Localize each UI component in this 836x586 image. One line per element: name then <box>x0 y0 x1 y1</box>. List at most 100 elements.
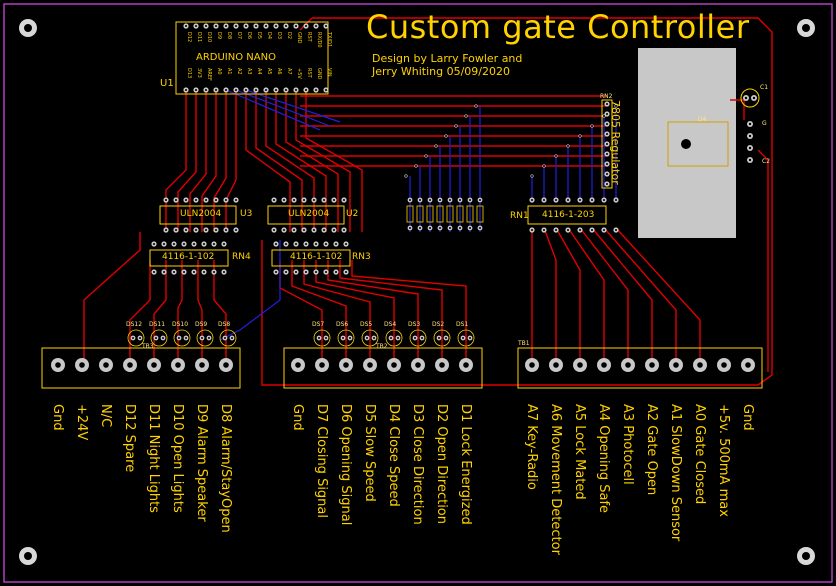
led-pad-hole <box>414 337 416 339</box>
rn4-pad-hole <box>202 242 206 246</box>
c2-pad-hole <box>748 158 752 162</box>
arduino-top-pad-hole <box>274 24 278 28</box>
via-hole <box>425 155 427 157</box>
led-pad-hole <box>162 337 164 339</box>
rn3-pad-hole <box>344 270 348 274</box>
c1-pad-hole <box>744 96 748 100</box>
rn1-pad-hole <box>566 228 570 232</box>
led-pad-hole <box>421 337 423 339</box>
led-pad-hole <box>469 337 471 339</box>
arduino-top-pad-hole <box>284 24 288 28</box>
led-outline <box>173 329 191 347</box>
arduino-pin-label: D6 <box>246 32 252 39</box>
led-pad-hole <box>445 337 447 339</box>
led-ref: DS1 <box>456 321 468 328</box>
resistor-body <box>416 205 424 223</box>
rn4-pad-hole <box>162 242 166 246</box>
resistor-pad-hole <box>459 199 461 201</box>
tb2-pad-hole <box>415 362 421 368</box>
led-ref: DS4 <box>384 321 396 328</box>
tb1-label: Gnd <box>740 404 755 431</box>
rn4-pad-hole <box>152 270 156 274</box>
arduino-pin-label: TX/D1 <box>326 31 332 47</box>
rn3-pad-hole <box>274 242 278 246</box>
tb3-pad-hole <box>55 362 61 368</box>
rn3-pad-hole <box>314 270 318 274</box>
tb3-label: N/C <box>98 404 113 428</box>
led-pad-hole <box>155 337 157 339</box>
resistor-body <box>476 205 484 223</box>
led-outline <box>409 329 427 347</box>
led-pad-hole <box>208 337 210 339</box>
arduino-bottom-pad-hole <box>304 88 308 92</box>
tb1-label: A6 Movement Detector <box>548 404 563 555</box>
tb3-pad-hole <box>151 362 157 368</box>
rn1-pad-hole <box>602 198 606 202</box>
tb3-outline <box>41 347 241 389</box>
u2-pad-hole <box>272 228 276 232</box>
rn1-pad-hole <box>590 198 594 202</box>
u3-pad-hole <box>224 228 228 232</box>
u2-pad-hole <box>282 228 286 232</box>
arduino-bottom-pad-hole <box>264 88 268 92</box>
rn2-pad-hole <box>605 172 609 176</box>
tb3-label: +24V <box>74 404 89 441</box>
resistor-pad-hole <box>439 199 441 201</box>
rn4-name: 4116-1-102 <box>162 252 215 262</box>
led-pad-hole <box>139 337 141 339</box>
rn2-pad-hole <box>605 182 609 186</box>
arduino-bottom-pad-hole <box>324 88 328 92</box>
led-outline <box>433 329 451 347</box>
tb2-pad-hole <box>295 362 301 368</box>
u2-pad-hole <box>342 228 346 232</box>
arduino-bottom-pad-hole <box>294 88 298 92</box>
u3-outline <box>159 205 237 225</box>
arduino-top-pad-hole <box>204 24 208 28</box>
led-ref: DS7 <box>312 321 324 328</box>
tb1-pad-hole <box>649 362 655 368</box>
led-ref: DS8 <box>218 321 230 328</box>
resistor-pad-hole <box>429 227 431 229</box>
tb1-pad-hole <box>721 362 727 368</box>
rn4-pad-hole <box>172 270 176 274</box>
u3-ref: U3 <box>240 209 253 219</box>
tb1-pad-hole <box>625 362 631 368</box>
tb2-pad-hole <box>367 362 373 368</box>
tb3-label: D10 Open Lights <box>170 404 185 513</box>
rn1-pad-hole <box>578 198 582 202</box>
rn4-pad-hole <box>172 242 176 246</box>
rn3-pad-hole <box>284 270 288 274</box>
regulator-name: 7805 Regulator <box>609 100 622 185</box>
u3-pad-hole <box>164 228 168 232</box>
resistor-body <box>426 205 434 223</box>
rn1-pad-hole <box>542 198 546 202</box>
led-ref: DS12 <box>126 321 142 328</box>
u3-pad-hole <box>194 228 198 232</box>
led-outline <box>219 329 237 347</box>
led-outline <box>313 329 331 347</box>
bottom-layer-traces <box>219 89 617 341</box>
u3-pad-hole <box>214 228 218 232</box>
led-pad-hole <box>397 337 399 339</box>
tb2-pad-hole <box>391 362 397 368</box>
arduino-top-pad-hole <box>304 24 308 28</box>
board-outline <box>3 3 833 583</box>
arduino-pin-label: D7 <box>236 32 242 39</box>
rn3-pad-hole <box>344 242 348 246</box>
u2-pad-hole <box>292 198 296 202</box>
via-hole <box>531 175 533 177</box>
resistor-body <box>436 205 444 223</box>
arduino-ref: U1 <box>160 78 174 89</box>
via-hole <box>591 125 593 127</box>
arduino-top-pad-hole <box>214 24 218 28</box>
arduino-top-pad-hole <box>324 24 328 28</box>
tb1-pad-hole <box>673 362 679 368</box>
arduino-top-pad-hole <box>194 24 198 28</box>
regulator-pad-hole <box>748 134 752 138</box>
led-outline <box>196 329 214 347</box>
u2-pad-hole <box>332 198 336 202</box>
arduino-pin-label: 3V3 <box>196 68 202 78</box>
tb2-label: D7 Closing Signal <box>314 404 329 518</box>
u3-pad-hole <box>204 198 208 202</box>
rn4-pad-hole <box>152 242 156 246</box>
